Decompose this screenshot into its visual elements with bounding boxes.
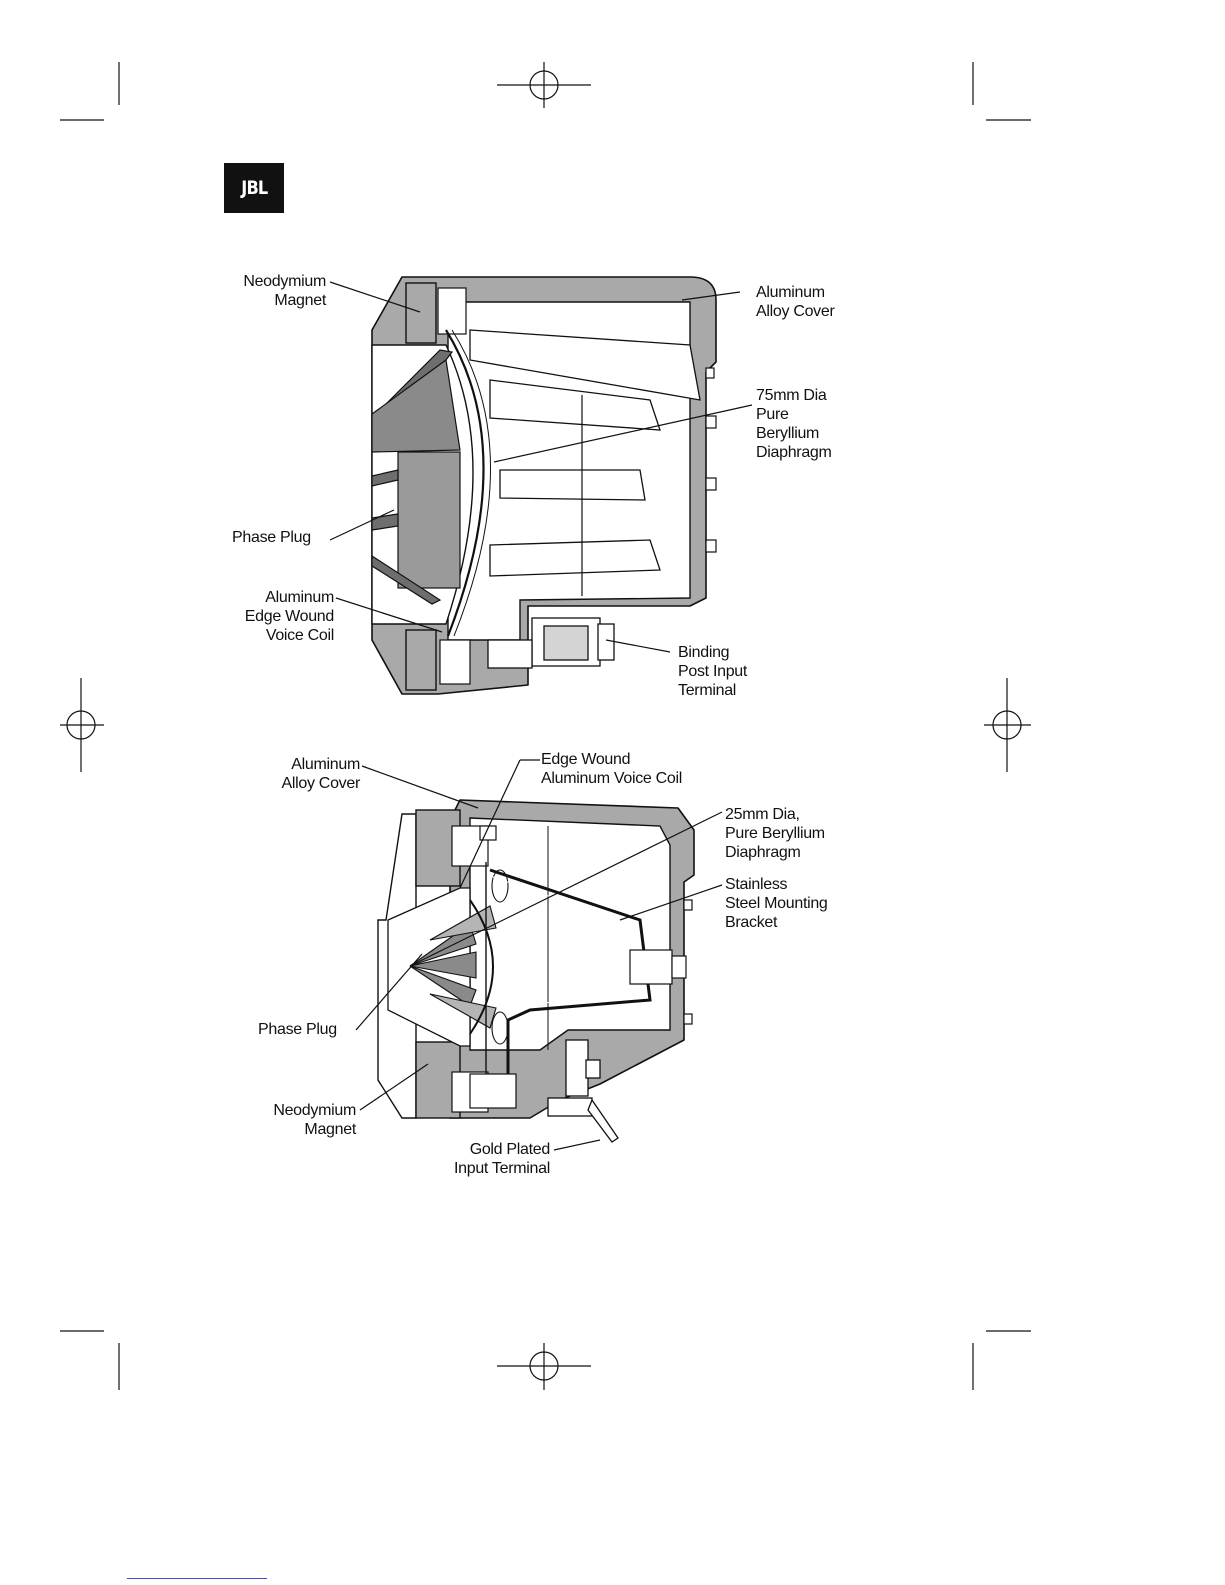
jbl-logo: JBL xyxy=(224,163,284,213)
top-label-phase-plug: Phase Plug xyxy=(232,529,311,546)
bottom-label-mounting-bracket: Stainless Steel Mounting Bracket xyxy=(725,876,828,931)
top-label-neodymium-magnet: Neodymium Magnet xyxy=(243,273,326,309)
registration-target-bottom xyxy=(497,1343,591,1390)
bottom-label-phase-plug: Phase Plug xyxy=(258,1021,337,1038)
bottom-stainless-mounting-bracket xyxy=(489,868,652,1080)
top-beryllium-diaphragm xyxy=(445,329,485,637)
jbl-logo-text: JBL xyxy=(240,177,268,199)
bottom-label-input-terminal: Gold Plated Input Terminal xyxy=(453,1141,550,1177)
registration-target-left xyxy=(60,678,104,772)
bottom-label-aluminum-alloy-cover: Aluminum Alloy Cover xyxy=(281,756,360,792)
registration-target-top xyxy=(497,62,591,108)
top-phase-plug xyxy=(371,349,461,605)
bottom-label-voice-coil: Edge Wound Aluminum Voice Coil xyxy=(541,751,683,787)
top-label-diaphragm: 75mm Dia Pure Beryllium Diaphragm xyxy=(756,387,832,461)
top-label-binding-post: Binding Post Input Terminal xyxy=(678,644,748,699)
bottom-label-neodymium-magnet: Neodymium Magnet xyxy=(273,1102,356,1138)
top-binding-post-terminal xyxy=(487,617,615,669)
registration-target-right xyxy=(984,678,1031,772)
bottom-gold-plated-input-terminal xyxy=(547,1039,619,1143)
bottom-beryllium-diaphragm xyxy=(469,899,494,1035)
top-label-voice-coil: Aluminum Edge Wound Voice Coil xyxy=(244,589,335,644)
top-neodymium-magnet xyxy=(405,282,437,344)
top-label-aluminum-alloy-cover: Aluminum Alloy Cover xyxy=(756,284,835,320)
footer-underline xyxy=(127,1578,267,1579)
bottom-label-diaphragm: 25mm Dia, Pure Beryllium Diaphragm xyxy=(725,806,825,861)
